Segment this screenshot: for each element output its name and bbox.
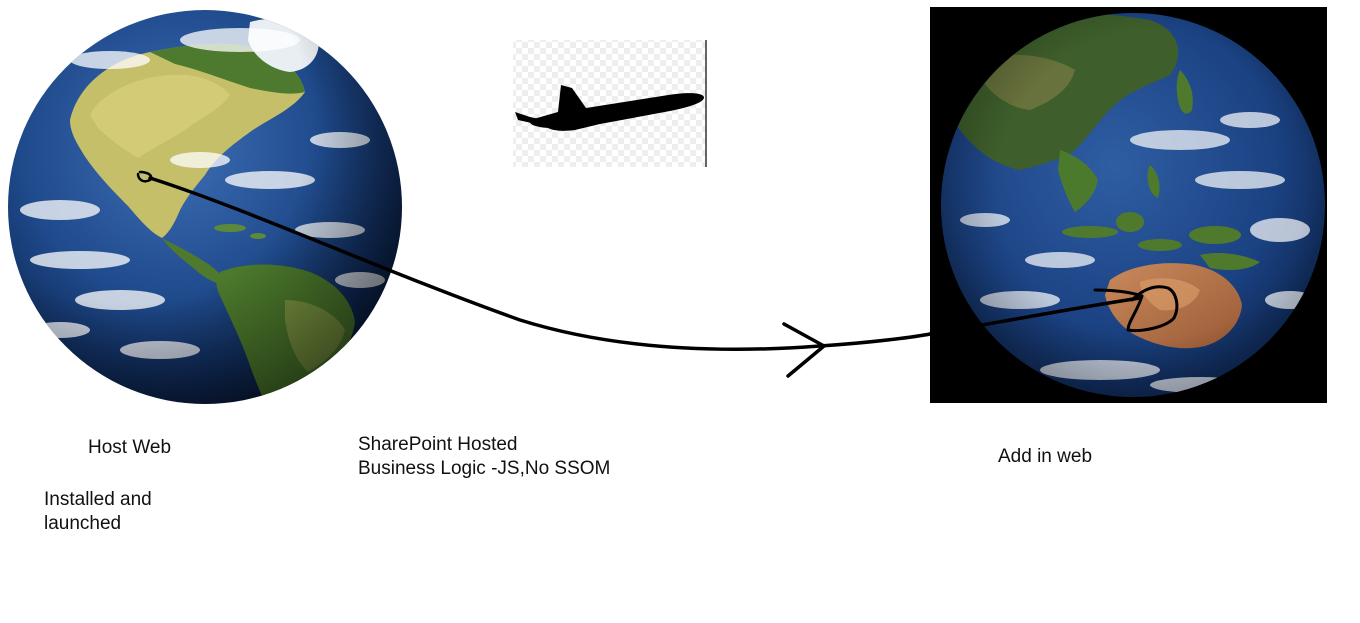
curved-arrow-icon [136,170,1179,378]
add-in-web-text: Add in web [998,446,1093,467]
airplane-icon [513,40,707,167]
add-in-web-label: Add in web [998,445,1092,469]
installed-launched-label: Installed and launched [44,488,152,536]
host-web-label: Host Web [88,436,171,460]
installed-line-2: launched [44,513,122,534]
host-web-text: Host Web [88,437,172,458]
sharepoint-line-2: Business Logic -JS,No SSOM [358,458,611,479]
right-globe-icon [930,7,1327,403]
sharepoint-hosted-label: SharePoint Hosted Business Logic -JS,No … [358,433,610,481]
left-globe-icon [8,10,402,404]
sharepoint-line-1: SharePoint Hosted [358,434,518,455]
installed-line-1: Installed and [44,489,152,510]
